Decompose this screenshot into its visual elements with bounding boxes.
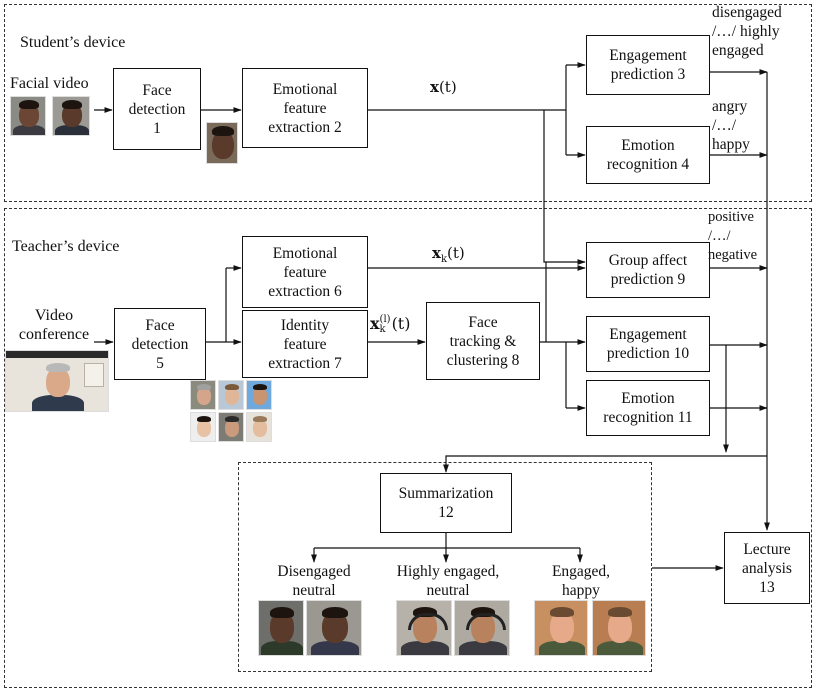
engaged-happy-face-thumbnail [534,600,588,656]
engaged-happy-face-thumbnail [592,600,646,656]
highly-engaged-neutral-face-thumbnail [454,600,510,656]
facial-video-label: Facial video [10,75,89,92]
group-affect-prediction-9-label: Group affect prediction 9 [608,252,688,288]
emotional-feature-extraction-2-label: Emotional feature extraction 2 [268,80,342,136]
signal-argument: (t) [438,78,457,96]
identity-feature-extraction-7-label: Identity feature extraction 7 [268,316,342,372]
participant-face-thumbnail [246,380,272,410]
engagement-prediction-10-box: Engagement prediction 10 [586,316,710,372]
student-device-region [4,4,812,202]
identity-feature-extraction-7-box: Identity feature extraction 7 [242,310,368,378]
emotional-feature-extraction-6-box: Emotional feature extraction 6 [242,236,368,308]
participant-face-thumbnail [190,412,216,442]
engagement-prediction-10-label: Engagement prediction 10 [606,326,690,362]
emotion-recognition-11-box: Emotion recognition 11 [586,380,710,436]
signal-argument: (t) [447,244,465,262]
participant-face-thumbnail [190,380,216,410]
signal-xk-l-t-label: x(l)k (t) [370,314,410,335]
summary-highly-engaged-neutral-label: Highly engaged, neutral [396,563,500,599]
highly-engaged-neutral-face-thumbnail [396,600,452,656]
face-detection-5-label: Face detection 5 [131,316,189,372]
teacher-device-label: Teacher’s device [12,238,120,255]
video-conference-label: Video conference [18,307,90,343]
lecture-analysis-13-label: Lecture analysis 13 [742,540,792,596]
summarization-12-box: Summarization 12 [380,473,512,533]
signal-superscript: (l) [379,313,391,325]
signal-symbol: x [370,314,380,333]
emotional-feature-extraction-6-label: Emotional feature extraction 6 [268,244,342,300]
emotion-range-label: angry /…/ happy [712,98,750,153]
signal-x-t-label: x(t) [430,78,457,96]
participant-face-thumbnail [218,412,244,442]
emotion-recognition-11-label: Emotion recognition 11 [603,390,693,426]
student-face-crop-thumbnail [206,122,238,164]
teacher-device-region [4,208,812,688]
participant-face-thumbnail [246,412,272,442]
face-detection-1-label: Face detection 1 [128,81,186,137]
face-tracking-clustering-8-label: Face tracking & clustering 8 [446,313,520,369]
disengaged-neutral-face-thumbnail [258,600,304,656]
summarization-12-label: Summarization 12 [398,485,494,521]
signal-symbol: x [430,78,439,96]
engagement-range-label: disengaged /…/ highly engaged [712,4,782,59]
video-conference-thumbnail [5,350,109,412]
signal-argument: (t) [391,314,411,333]
student-face-thumbnail [10,96,46,136]
emotion-recognition-4-label: Emotion recognition 4 [606,137,690,173]
emotion-recognition-4-box: Emotion recognition 4 [586,126,710,184]
summarization-region [238,462,652,672]
emotional-feature-extraction-2-box: Emotional feature extraction 2 [242,68,368,148]
participant-face-thumbnail [218,380,244,410]
group-affect-range-label: positive /…/ negative [708,209,758,263]
face-detection-5-box: Face detection 5 [114,308,206,380]
engagement-prediction-3-box: Engagement prediction 3 [586,35,710,95]
group-affect-prediction-9-box: Group affect prediction 9 [586,242,710,298]
student-device-label: Student’s device [20,34,126,51]
face-tracking-clustering-8-box: Face tracking & clustering 8 [426,302,540,380]
signal-xk-t-label: xk(t) [432,244,465,265]
signal-subscript: k [440,254,448,265]
engagement-prediction-3-label: Engagement prediction 3 [609,47,687,83]
student-face-thumbnail [52,96,90,136]
signal-symbol: x [432,244,441,262]
summary-disengaged-neutral-label: Disengaged neutral [277,563,351,599]
summary-engaged-happy-label: Engaged, happy [551,563,611,599]
signal-subscript: k [379,323,386,335]
disengaged-neutral-face-thumbnail [306,600,362,656]
lecture-analysis-13-box: Lecture analysis 13 [724,532,810,604]
face-detection-1-box: Face detection 1 [113,68,201,150]
